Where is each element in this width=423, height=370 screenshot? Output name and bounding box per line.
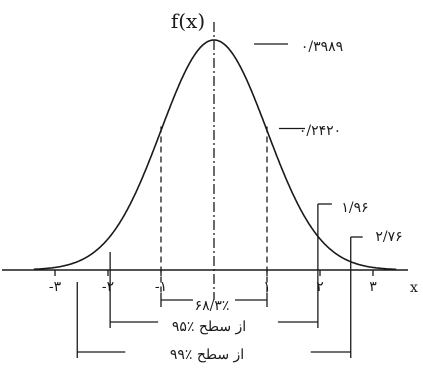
- x-axis-label: x: [410, 280, 418, 296]
- marker-label-2-58: ۲/۷۶: [375, 229, 402, 245]
- peak-value-label: ۰/۳۹۸۹: [301, 39, 343, 55]
- interval-label-95: ۹۵٪ از سطح: [172, 319, 246, 335]
- interval-label-99: ۹۹٪ از سطح: [170, 347, 244, 363]
- chart-title: f(x): [171, 9, 205, 33]
- inflection-value-label: ۰/۲۴۲۰: [299, 123, 341, 139]
- x-tick-label: ۱: [263, 279, 271, 295]
- x-tick-label: ۲: [316, 279, 324, 295]
- x-tick-label: -۳: [49, 279, 62, 295]
- interval-label-68: ۶۸/۳٪: [195, 298, 230, 314]
- density-curve: [33, 39, 397, 271]
- x-tick-label: -۱: [155, 279, 167, 295]
- x-tick-label: -۲: [102, 279, 114, 295]
- marker-label-1-96: ۱/۹۶: [341, 200, 368, 216]
- x-tick-label: ۳: [369, 279, 377, 295]
